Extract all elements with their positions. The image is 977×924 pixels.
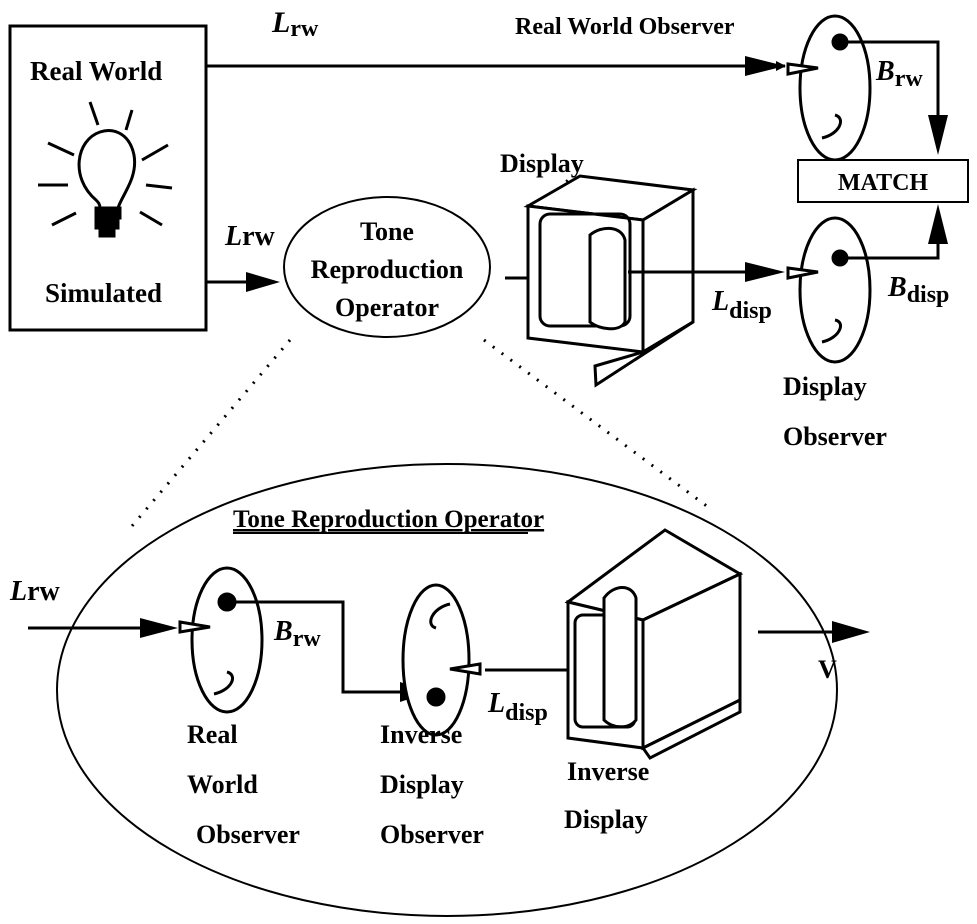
match-box [797, 159, 969, 203]
detail-real-world-observer-line-1: Real [187, 720, 238, 749]
light-bulb-icon [38, 101, 173, 238]
detail-lrw-label: Lrw [9, 576, 61, 607]
match-label: MATCH [838, 170, 929, 196]
tro-line-3: Operator [335, 293, 439, 322]
display-top-label: Display [500, 149, 584, 178]
detail-ellipse [56, 463, 838, 917]
arrowhead [745, 56, 785, 76]
tro-line-1: Tone [360, 217, 414, 246]
detail-ldisp-label: Ldisp [487, 688, 548, 726]
detail-real-world-observer-line-2: World [187, 770, 258, 799]
ldisp-top-label: Ldisp [711, 286, 772, 324]
arrowhead [745, 262, 785, 282]
detail-real-world-observer-head [178, 566, 264, 714]
inverse-display-line-2: Display [564, 805, 648, 834]
inverse-display-observer-line-3: Observer [380, 820, 484, 849]
inverse-display-line-1: Inverse [567, 757, 649, 786]
tro-line-2: Reproduction [311, 255, 464, 284]
detail-real-world-observer-line-3: Observer [196, 820, 300, 849]
real-world-observer-label: Real World Observer [515, 14, 735, 40]
display-observer-line-1: Display [783, 372, 867, 401]
real-world-label: Real World [30, 56, 162, 86]
detail-brw-label: Brw [273, 616, 321, 652]
brw-to-match-line [840, 40, 940, 115]
inverse-display-observer-head [401, 583, 482, 737]
lrw-top-label: Lrw [271, 6, 319, 42]
arrowhead [928, 204, 948, 244]
arrowhead [832, 621, 870, 643]
real-world-observer-head [786, 14, 872, 162]
inverse-display-observer-line-2: Display [380, 770, 464, 799]
display-observer-head [786, 216, 872, 364]
lrw-mid-label: Lrw [224, 221, 276, 252]
arrowhead [928, 115, 948, 155]
simulated-label: Simulated [45, 278, 162, 308]
arrowhead [246, 272, 280, 292]
display-monitor [523, 174, 698, 388]
inverse-display-observer-line-1: Inverse [380, 720, 462, 749]
inverse-display-monitor [564, 528, 744, 760]
display-observer-line-2: Observer [783, 422, 887, 451]
detail-v-label: V [818, 655, 837, 684]
real-world-box [8, 24, 208, 332]
brw-top-label: Brw [875, 56, 923, 92]
bdisp-to-match-line [840, 240, 940, 260]
detail-brw-line [227, 600, 400, 694]
arrowhead [140, 618, 178, 638]
tone-reproduction-operator-ellipse [283, 196, 491, 338]
detail-title: Tone Reproduction Operator [233, 506, 544, 533]
zoom-dotted-line-left [130, 339, 292, 527]
bdisp-top-label: Bdisp [887, 272, 949, 308]
